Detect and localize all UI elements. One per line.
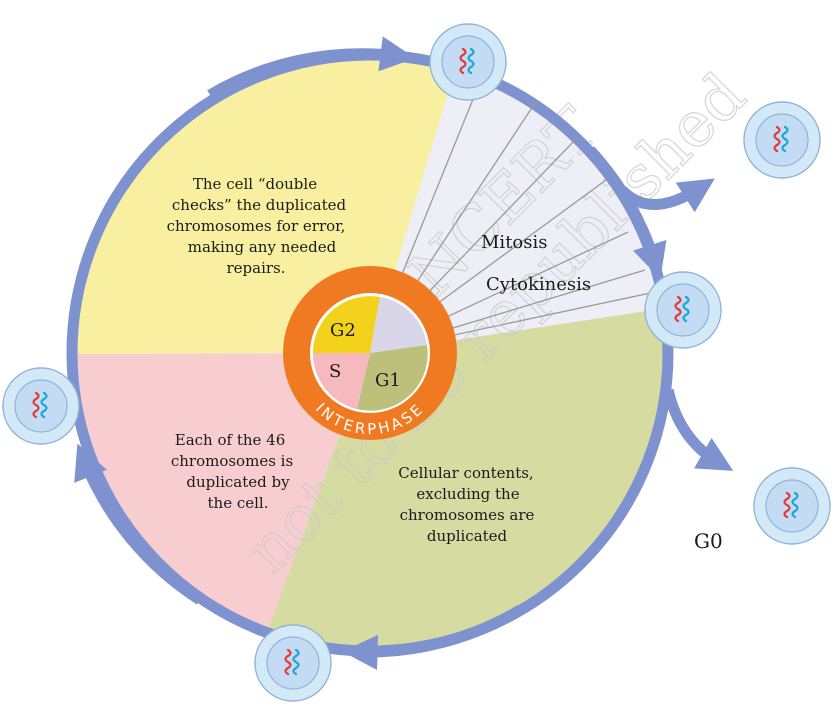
s-sector <box>75 353 370 629</box>
mitosis-label: Mitosis <box>481 232 548 253</box>
cycle-arrow-to-left-cell <box>74 443 203 605</box>
cell-left <box>2 367 80 445</box>
cell-nucleus <box>755 113 809 167</box>
cycle-arrow-to-bottom-cell <box>342 605 523 671</box>
branch-arrows <box>617 178 734 471</box>
g2-text-line: repairs. <box>226 259 285 277</box>
cells <box>2 23 831 702</box>
arrow-to-daughter-cell <box>617 178 715 213</box>
s-text-line: Each of the 46 <box>175 431 286 449</box>
s-text-line: chromosomes is <box>171 452 293 470</box>
g2-text-line: checks” the duplicated <box>172 196 347 214</box>
chromosome-blue <box>40 391 48 419</box>
s-description: Each of the 46 chromosomes is duplicated… <box>171 431 293 512</box>
center-s-wedge <box>312 353 370 409</box>
g1-text-line: Cellular contents, <box>398 464 533 482</box>
chromosome-red <box>284 648 292 676</box>
chromosome-red <box>459 47 467 75</box>
cell-bottom <box>254 624 332 702</box>
cycle-ring <box>66 36 674 671</box>
g2-description: The cell “double checks” the duplicated … <box>167 175 347 277</box>
g1-text-line: chromosomes are <box>400 506 535 524</box>
center-hub: G2 S G1 INTERPHASE <box>283 266 457 440</box>
cell-daughter <box>743 101 821 179</box>
chromosome-red <box>773 125 781 153</box>
chromosome-red <box>674 295 682 323</box>
g1-text-line: duplicated <box>427 527 508 545</box>
center-m-wedge <box>370 297 427 353</box>
mitosis-sector <box>370 70 660 353</box>
chromosome-red <box>783 491 791 519</box>
g1-description: Cellular contents, excluding the chromos… <box>398 464 534 545</box>
g0-label: G0 <box>694 529 723 553</box>
cell-nucleus <box>441 35 495 89</box>
cell-nucleus <box>656 283 710 337</box>
chromosome-blue <box>781 125 789 153</box>
chromosome-blue <box>467 47 475 75</box>
cell-top <box>429 23 507 101</box>
arrow-to-g0-cell <box>662 388 734 471</box>
chromosome-red <box>32 391 40 419</box>
g2-text-line: The cell “double <box>193 175 317 193</box>
center-g2-wedge <box>313 296 380 353</box>
center-g1-label: G1 <box>375 370 401 391</box>
cytokinesis-label: Cytokinesis <box>486 274 591 295</box>
center-g1-wedge <box>357 345 428 411</box>
chromosome-blue <box>682 295 690 323</box>
center-g2-label: G2 <box>330 320 356 341</box>
cell-nucleus <box>765 479 819 533</box>
cell-nucleus <box>14 379 68 433</box>
chromosome-blue <box>292 648 300 676</box>
g2-text-line: chromosomes for error, <box>167 217 346 235</box>
g2-text-line: making any needed <box>188 238 337 256</box>
chromosome-blue <box>791 491 799 519</box>
center-s-label: S <box>329 361 341 382</box>
cell-g0 <box>753 467 831 545</box>
cycle-arrow-to-top-cell <box>207 36 416 100</box>
cell-nucleus <box>266 636 320 690</box>
g1-text-line: excluding the <box>416 485 519 503</box>
s-text-line: duplicated by <box>186 473 290 491</box>
cell-right <box>644 271 722 349</box>
s-text-line: the cell. <box>208 494 269 512</box>
